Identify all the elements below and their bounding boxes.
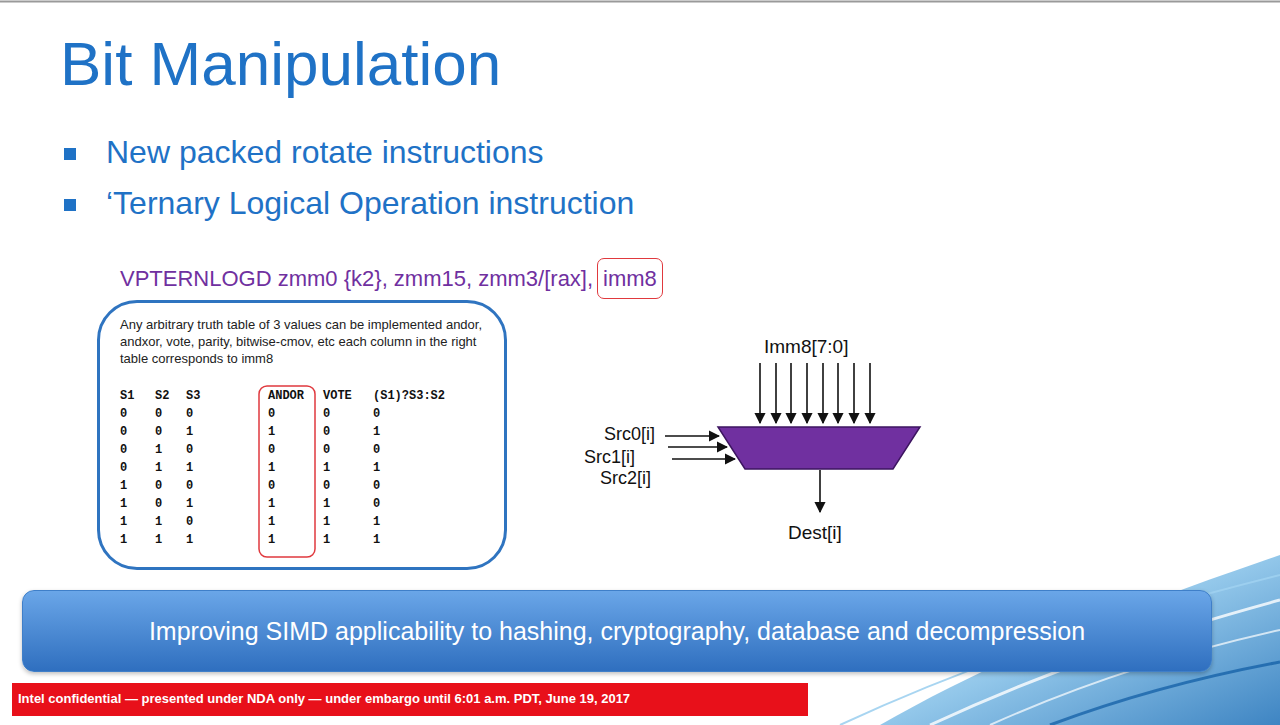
table-cell: 1 xyxy=(268,462,275,476)
signal-arrow xyxy=(806,363,808,423)
band-text: Improving SIMD applicability to hashing,… xyxy=(149,617,1085,646)
table-cell: 0 xyxy=(186,480,193,494)
signal-arrow xyxy=(822,363,824,423)
table-cell: 1 xyxy=(120,516,127,530)
table-header: ANDOR xyxy=(268,390,304,404)
table-cell: 1 xyxy=(268,426,275,440)
table-cell: 1 xyxy=(268,534,275,548)
signal-arrow xyxy=(869,363,871,423)
table-cell: 0 xyxy=(186,444,193,458)
table-cell: 1 xyxy=(120,534,127,548)
signal-arrow xyxy=(819,470,821,512)
table-cell: 0 xyxy=(268,408,275,422)
table-cell: 0 xyxy=(373,498,380,512)
mux-trapezoid xyxy=(718,427,920,469)
table-cell: 1 xyxy=(323,498,330,512)
slide-title: Bit Manipulation xyxy=(60,28,501,99)
signal-arrow xyxy=(775,363,777,423)
summary-band: Improving SIMD applicability to hashing,… xyxy=(22,590,1212,672)
note-text: Any arbitrary truth table of 3 values ca… xyxy=(120,317,484,368)
signal-arrow xyxy=(837,363,839,423)
signal-arrow xyxy=(668,446,727,448)
table-cell: 1 xyxy=(373,534,380,548)
table-cell: 1 xyxy=(186,462,193,476)
table-cell: 1 xyxy=(373,462,380,476)
signal-name: Src2[i] xyxy=(600,468,651,489)
signal-name: Src0[i] xyxy=(604,424,655,445)
bullet-text: New packed rotate instructions xyxy=(106,134,544,171)
instruction-syntax: VPTERNLOGD zmm0 {k2}, zmm15, zmm3/[rax], xyxy=(120,266,593,291)
table-cell: 1 xyxy=(155,444,162,458)
table-cell: 0 xyxy=(323,480,330,494)
table-cell: 0 xyxy=(186,408,193,422)
operand-highlight-box: imm8 xyxy=(597,258,663,299)
table-header: (S1)?S3:S2 xyxy=(373,390,445,404)
table-cell: 0 xyxy=(155,426,162,440)
table-cell: 0 xyxy=(373,444,380,458)
notice-text: Intel confidential — presented under NDA… xyxy=(18,692,802,707)
table-header: VOTE xyxy=(323,390,352,404)
bullet-square xyxy=(64,199,76,211)
table-cell: 1 xyxy=(120,498,127,512)
table-cell: 1 xyxy=(323,462,330,476)
column-highlight xyxy=(259,386,315,557)
signal-arrow xyxy=(665,435,719,437)
table-cell: 1 xyxy=(323,534,330,548)
signal-arrow xyxy=(672,458,735,460)
table-cell: 1 xyxy=(155,534,162,548)
table-cell: 1 xyxy=(323,516,330,530)
signal-arrows xyxy=(665,363,870,512)
table-cell: 0 xyxy=(120,462,127,476)
bullet-square xyxy=(64,148,76,160)
signal-name: Dest[i] xyxy=(788,522,842,544)
table-header: S1 xyxy=(120,390,134,404)
signal-arrow xyxy=(759,363,761,423)
signal-name: Imm8[7:0] xyxy=(764,336,848,358)
table-cell: 1 xyxy=(373,516,380,530)
table-cell: 0 xyxy=(120,408,127,422)
table-cell: 1 xyxy=(120,480,127,494)
top-rule xyxy=(0,1,1280,3)
table-cell: 0 xyxy=(186,516,193,530)
table-cell: 1 xyxy=(186,498,193,512)
table-cell: 0 xyxy=(373,408,380,422)
table-header: S2 xyxy=(155,390,169,404)
table-cell: 0 xyxy=(155,498,162,512)
signal-arrow xyxy=(790,363,792,423)
table-cell: 0 xyxy=(268,480,275,494)
note-box: Any arbitrary truth table of 3 values ca… xyxy=(97,300,507,570)
table-cell: 1 xyxy=(186,534,193,548)
table-header: S3 xyxy=(186,390,200,404)
table-cell: 0 xyxy=(155,408,162,422)
operand-text: imm8 xyxy=(603,266,657,291)
table-cell: 0 xyxy=(373,480,380,494)
table-cell: 1 xyxy=(373,426,380,440)
signal-arrow xyxy=(853,363,855,423)
confidential-bar: Intel confidential — presented under NDA… xyxy=(12,683,808,716)
table-cell: 0 xyxy=(268,444,275,458)
table-cell: 1 xyxy=(268,498,275,512)
table-cell: 0 xyxy=(120,426,127,440)
bullet-text: ‘Ternary Logical Operation instruction xyxy=(106,185,634,222)
table-cell: 0 xyxy=(323,426,330,440)
table-cell: 0 xyxy=(323,408,330,422)
table-cell: 0 xyxy=(323,444,330,458)
table-cell: 0 xyxy=(120,444,127,458)
table-cell: 1 xyxy=(186,426,193,440)
table-cell: 0 xyxy=(155,480,162,494)
table-cell: 1 xyxy=(155,462,162,476)
table-cell: 1 xyxy=(155,516,162,530)
signal-name: Src1[i] xyxy=(584,447,635,468)
table-cell: 1 xyxy=(268,516,275,530)
